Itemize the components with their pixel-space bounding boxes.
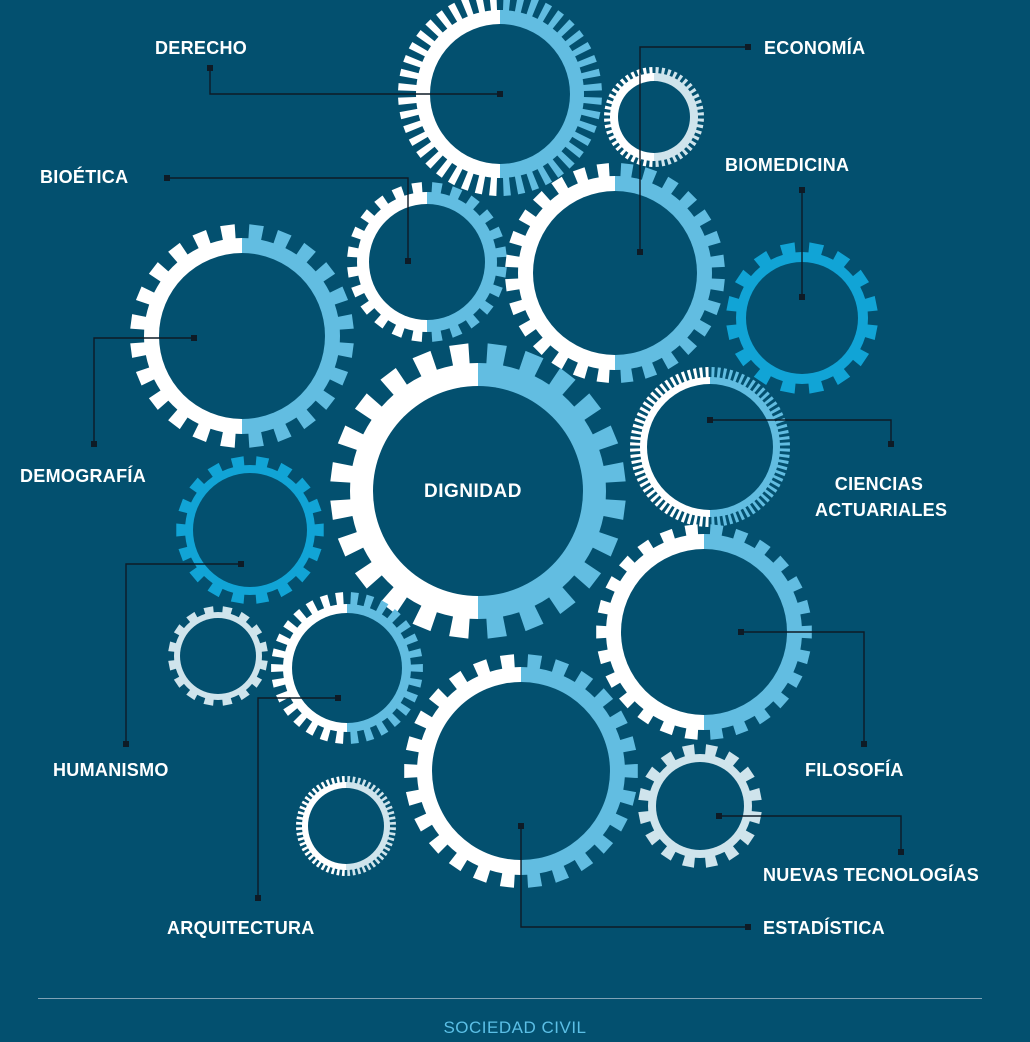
line-arquitectura-dot-0 [335,695,341,701]
line-bioetica-dot-0 [164,175,170,181]
gear-dignidad-hole [373,386,583,596]
gear-filosofia-hole [621,549,787,715]
label-actuariales: ACTUARIALES [815,500,948,520]
footer-label: SOCIEDAD CIVIL [443,1018,587,1037]
gear-left-small-hole [180,618,256,694]
label-economia: ECONOMÍA [764,38,866,58]
label-estadistica: ESTADÍSTICA [763,918,885,938]
label-arquitectura: ARQUITECTURA [167,918,315,938]
line-estadistica-dot-1 [745,924,751,930]
line-ciencias [710,419,892,444]
gear-demografia-hole [159,253,325,419]
line-bioetica [167,177,409,261]
label-nuevas-tecnologias: NUEVAS TECNOLOGÍAS [763,865,980,885]
gear-bottom-small-hole [308,788,384,864]
gear-nuevas-tecnologias-hole [656,762,744,850]
label-biomedicina: BIOMEDICINA [725,155,850,175]
gear-arquitectura-hole [292,613,402,723]
label-bioetica: BIOÉTICA [40,167,129,187]
line-filosofia-dot-0 [738,629,744,635]
line-humanismo-dot-0 [238,561,244,567]
line-estadistica [520,826,748,928]
label-demografia: DEMOGRAFÍA [20,466,146,486]
gear-economia-hole [533,191,697,355]
line-economia [639,46,748,252]
gear-estadistica-hole [432,682,610,860]
line-ciencias-dot-1 [888,441,894,447]
line-arquitectura [257,697,338,898]
line-estadistica-dot-0 [518,823,524,829]
line-filosofia-dot-1 [861,741,867,747]
footer-divider [38,998,982,999]
line-demografia-dot-1 [91,441,97,447]
line-derecho-dot-0 [207,65,213,71]
gear-economia-small-hole [618,81,690,153]
connector-dots [91,44,904,930]
line-nuevas [719,815,902,852]
gear-biomedicina-hole [746,262,858,374]
line-demografia-dot-0 [191,335,197,341]
label-humanismo: HUMANISMO [53,760,169,780]
gear-ciencias-hole [647,384,773,510]
gear-bioetica-hole [369,204,485,320]
line-derecho-dot-1 [497,91,503,97]
label-ciencias: CIENCIAS [834,474,924,494]
gears-layer [130,0,878,888]
line-humanismo [125,563,241,744]
label-derecho: DERECHO [155,38,248,58]
line-economia-dot-1 [637,249,643,255]
line-biomedicina-dot-0 [799,187,805,193]
connector-lines [93,46,902,928]
line-economia-dot-0 [745,44,751,50]
center-label-dignidad: DIGNIDAD [424,481,522,502]
line-nuevas-dot-0 [716,813,722,819]
line-humanismo-dot-1 [123,741,129,747]
line-filosofia [741,631,865,744]
line-demografia [93,337,194,444]
label-ciencias-actuariales: CIENCIAS ACTUARIALES [815,471,948,523]
line-nuevas-dot-1 [898,849,904,855]
label-filosofia: FILOSOFÍA [805,760,904,780]
line-bioetica-dot-1 [405,258,411,264]
line-biomedicina-dot-1 [799,294,805,300]
line-ciencias-dot-0 [707,417,713,423]
line-derecho [209,68,500,95]
line-arquitectura-dot-1 [255,895,261,901]
gear-humanismo-hole [193,473,307,587]
